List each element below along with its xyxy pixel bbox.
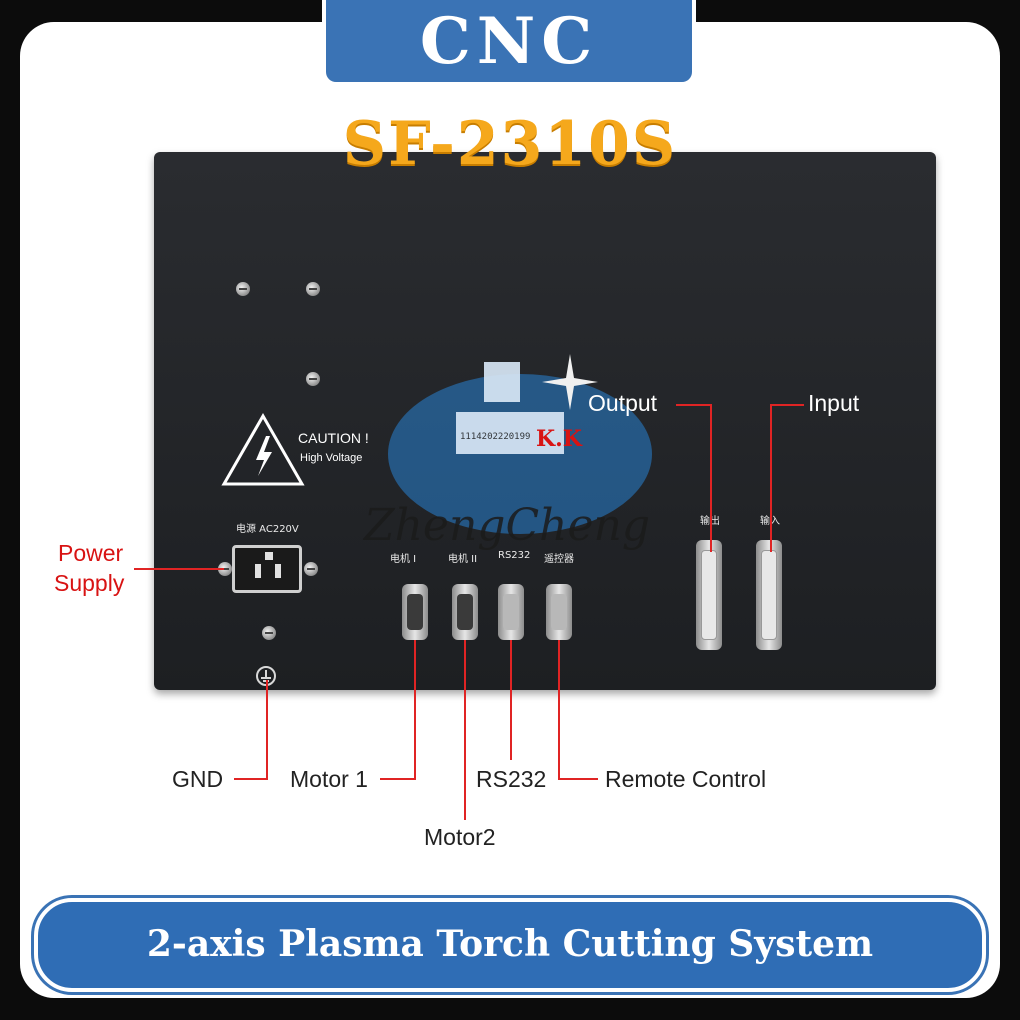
callout-output: Output bbox=[588, 390, 658, 416]
socket-pin bbox=[265, 552, 273, 560]
remote-callout-line bbox=[558, 778, 598, 780]
screw-icon bbox=[306, 282, 320, 296]
port-label-motor1: 电机 I bbox=[390, 554, 417, 565]
callout-remote-control: Remote Control bbox=[605, 766, 767, 792]
qc-sticker bbox=[484, 362, 520, 402]
output-callout-line bbox=[676, 404, 712, 406]
callout-input: Input bbox=[808, 390, 860, 416]
callout-rs232: RS232 bbox=[476, 766, 547, 792]
caution-subtitle: High Voltage bbox=[300, 452, 363, 464]
screw-icon bbox=[306, 372, 320, 386]
callout-power-line2: Supply bbox=[54, 570, 125, 596]
gnd-callout-line bbox=[266, 680, 268, 780]
high-voltage-warning-icon bbox=[221, 412, 305, 486]
port-label-rs232: RS232 bbox=[498, 550, 531, 561]
input-callout-line bbox=[770, 404, 804, 406]
callout-motor2: Motor2 bbox=[424, 824, 496, 850]
screw-icon bbox=[218, 562, 232, 576]
callout-power-line1: Power bbox=[58, 540, 124, 566]
footer-title: 2-axis Plasma Torch Cutting System bbox=[146, 923, 874, 965]
logo-watermark bbox=[388, 374, 652, 534]
screw-icon bbox=[262, 626, 276, 640]
output-callout-line bbox=[710, 404, 712, 552]
motor1-callout-line bbox=[414, 640, 416, 780]
rs232-callout-line bbox=[510, 640, 512, 760]
output-connector bbox=[696, 540, 722, 650]
callout-motor1: Motor 1 bbox=[290, 766, 368, 792]
power-label: 电源 AC220V bbox=[236, 524, 299, 535]
input-connector bbox=[756, 540, 782, 650]
logo-badge: K.K bbox=[536, 426, 582, 452]
remote-callout-line bbox=[558, 640, 560, 780]
rs232-connector bbox=[498, 584, 524, 640]
screw-icon bbox=[304, 562, 318, 576]
motor1-callout-line bbox=[380, 778, 416, 780]
port-label-remote: 遥控器 bbox=[544, 554, 574, 565]
socket-pin bbox=[275, 564, 281, 578]
caution-title: CAUTION ! bbox=[298, 430, 369, 446]
remote-connector bbox=[546, 584, 572, 640]
callout-gnd: GND bbox=[172, 766, 224, 792]
power-callout-line bbox=[134, 568, 224, 570]
input-callout-line bbox=[770, 404, 772, 552]
motor2-callout-line bbox=[464, 640, 466, 820]
star-logo-icon bbox=[542, 354, 598, 410]
brand-title: CNC bbox=[419, 4, 599, 79]
screw-icon bbox=[236, 282, 250, 296]
brand-tab: CNC bbox=[322, 0, 696, 86]
socket-pin bbox=[255, 564, 261, 578]
footer-banner: 2-axis Plasma Torch Cutting System bbox=[34, 898, 986, 992]
sticker-code: 1114202220199 bbox=[460, 432, 531, 442]
motor1-connector bbox=[402, 584, 428, 640]
power-socket bbox=[232, 545, 302, 593]
motor2-connector bbox=[452, 584, 478, 640]
serial-sticker: 1114202220199 bbox=[456, 412, 564, 454]
logo-wordmark: ZhengCheng bbox=[364, 500, 650, 551]
gnd-callout-line bbox=[234, 778, 268, 780]
model-number: SF-2310S bbox=[342, 109, 678, 179]
port-label-motor2: 电机 II bbox=[448, 554, 478, 565]
